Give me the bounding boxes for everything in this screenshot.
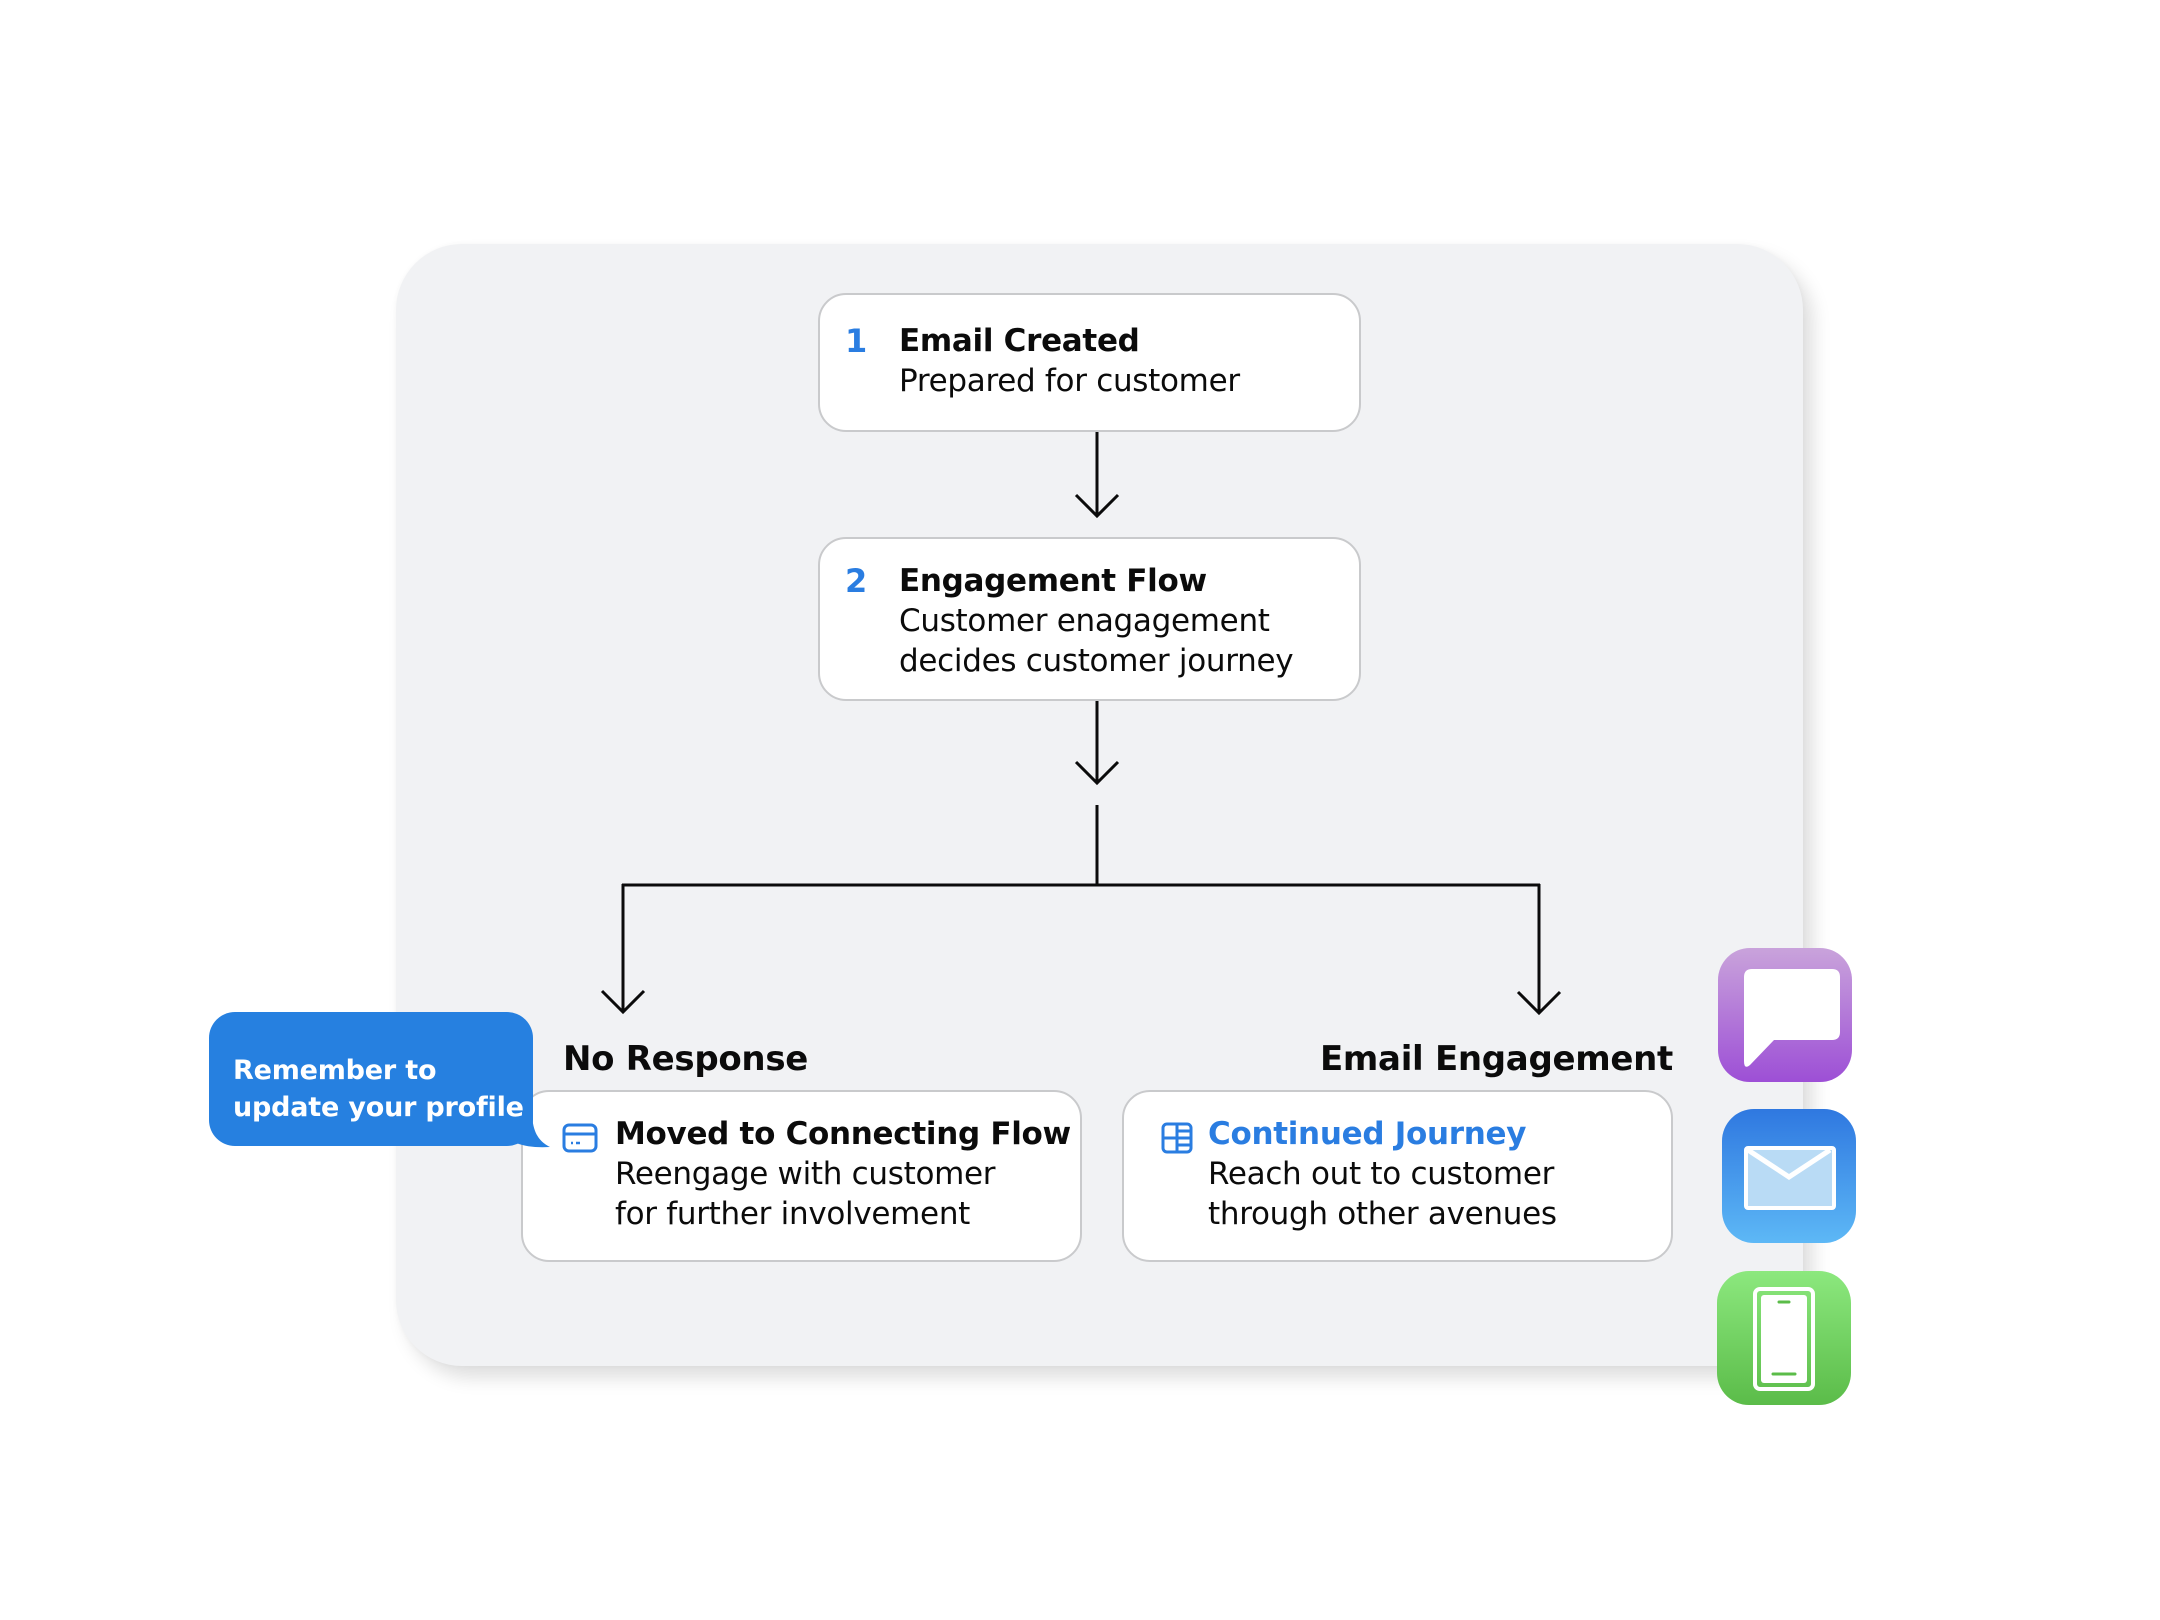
step-description-line: Customer enagagement (899, 603, 1270, 639)
messages-app-button[interactable] (1718, 948, 1852, 1082)
messages-icon (1744, 969, 1840, 1067)
branch-card-title: Moved to Connecting Flow (615, 1116, 1071, 1152)
step-description: Prepared for customer (899, 363, 1240, 399)
step-number: 2 (845, 562, 868, 600)
phone-app-button[interactable] (1717, 1271, 1851, 1405)
step-card-email-created[interactable]: 1 Email Created Prepared for customer (818, 293, 1361, 432)
step-title: Engagement Flow (899, 563, 1207, 599)
branch-label-email-engagement: Email Engagement (1320, 1039, 1673, 1079)
reminder-bubble[interactable]: Remember to update your profile (209, 1012, 533, 1146)
branch-card-continued-journey[interactable]: Continued Journey Reach out to customer … (1122, 1090, 1673, 1262)
step-card-engagement-flow[interactable]: 2 Engagement Flow Customer enagagement d… (818, 537, 1361, 701)
branch-card-connecting-flow[interactable]: Moved to Connecting Flow Reengage with c… (521, 1090, 1082, 1262)
grid-layout-icon (1161, 1122, 1193, 1154)
mail-icon (1744, 1146, 1836, 1210)
step-title: Email Created (899, 323, 1140, 359)
step-description-line: decides customer journey (899, 643, 1294, 679)
card-icon (562, 1123, 598, 1153)
step-number: 1 (845, 322, 868, 360)
branch-card-description-line: Reengage with customer (615, 1156, 996, 1192)
branch-label-no-response: No Response (563, 1039, 809, 1079)
branch-card-description-line: through other avenues (1208, 1196, 1557, 1232)
mail-app-button[interactable] (1722, 1109, 1856, 1243)
reminder-line: Remember to (233, 1055, 437, 1086)
branch-card-description-line: for further involvement (615, 1196, 971, 1232)
reminder-line: update your profile (233, 1092, 524, 1123)
branch-card-title: Continued Journey (1208, 1116, 1527, 1152)
phone-icon (1753, 1287, 1815, 1391)
branch-card-description-line: Reach out to customer (1208, 1156, 1555, 1192)
